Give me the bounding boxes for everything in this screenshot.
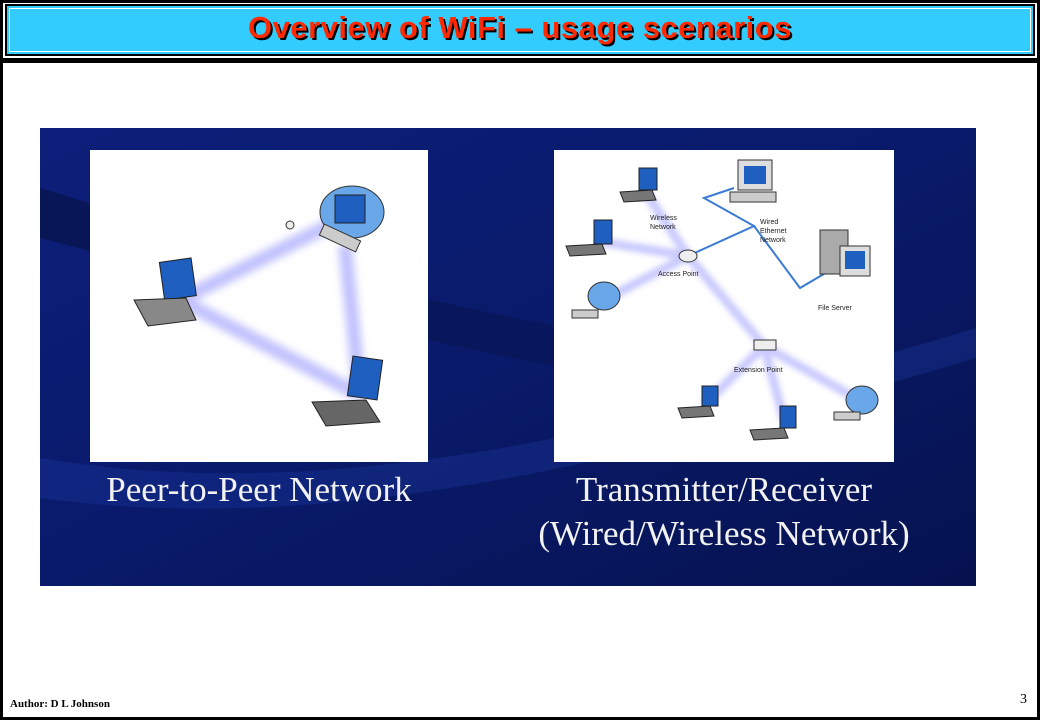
peer-to-peer-panel <box>90 150 428 462</box>
page-number: 3 <box>1020 692 1027 707</box>
title-bar-inner-border <box>9 8 1031 52</box>
label-access-point: Access Point <box>658 271 699 278</box>
wired-desktop-top-icon <box>729 159 777 203</box>
peer-to-peer-caption: Peer-to-Peer Network <box>106 470 412 509</box>
wifi-scenarios-figure: Wireless Network Wired Ethernet Network … <box>40 128 976 586</box>
label-extension-point: Extension Point <box>734 367 783 374</box>
wired-wireless-diagram: Wireless Network Wired Ethernet Network … <box>565 159 879 441</box>
extension-desktop-right-icon <box>833 385 879 421</box>
wired-ethernet-link <box>687 187 835 290</box>
wired-wireless-caption: (Wired/Wireless Network) <box>538 514 910 553</box>
extension-laptop-left-icon <box>677 385 719 419</box>
access-point-icon <box>678 249 698 263</box>
wireless-desktop-left-icon <box>571 281 621 319</box>
title-bar: Overview of WiFi – usage scenarios <box>5 4 1035 56</box>
extension-laptop-middle-icon <box>749 405 797 441</box>
laptop-right-icon <box>311 355 384 427</box>
label-ethernet-network: Network <box>760 237 786 244</box>
author-footer: Author: D L Johnson <box>10 698 110 710</box>
label-wireless-network: Network <box>650 224 676 231</box>
desktop-computer-icon <box>285 185 385 253</box>
slide-title: Overview of WiFi – usage scenarios <box>248 10 792 45</box>
extension-point-icon <box>753 339 777 351</box>
transmitter-receiver-caption: Transmitter/Receiver <box>575 470 873 509</box>
label-wireless: Wireless <box>650 215 677 222</box>
label-file-server: File Server <box>818 305 853 312</box>
laptop-left-icon <box>133 257 197 327</box>
label-wired: Wired <box>760 219 778 226</box>
label-ethernet: Ethernet <box>760 228 787 235</box>
wired-wireless-panel: Wireless Network Wired Ethernet Network … <box>554 150 894 462</box>
file-server-icon <box>819 229 871 277</box>
wireless-laptop-top-icon <box>619 167 658 203</box>
title-divider <box>3 58 1037 63</box>
wireless-laptop-left-icon <box>565 219 613 257</box>
peer-to-peer-diagram <box>133 185 385 427</box>
